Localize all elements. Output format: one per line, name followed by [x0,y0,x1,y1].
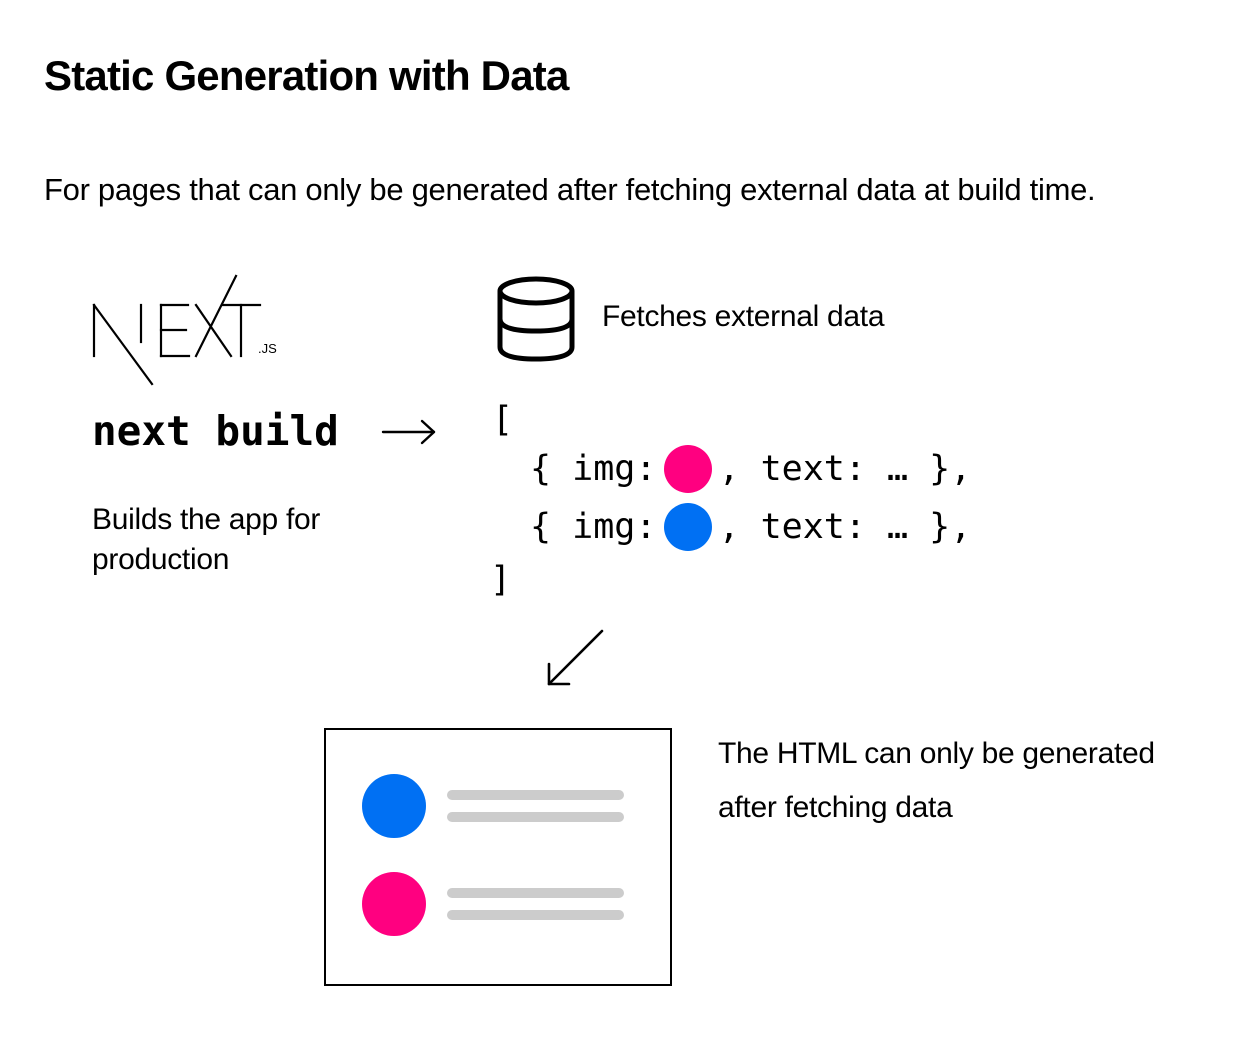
code-row-prefix: { img: [530,507,657,547]
arrow-right-icon [381,419,436,445]
list-item [362,872,624,936]
text-placeholder [447,785,624,827]
html-page-preview [324,728,672,986]
build-command: next build [92,407,339,455]
nextjs-logo-icon: .JS [92,274,277,386]
page-subtitle: For pages that can only be generated aft… [44,172,1096,207]
html-description: The HTML can only be generated after fet… [718,737,1155,824]
nextjs-logo-suffix: .JS [258,341,277,356]
build-description: Builds the app for production [92,503,321,576]
code-bracket-close: ] [490,560,512,600]
image-dot-blue [362,774,426,838]
code-row: { img: , text: … }, [530,503,971,551]
page-title: Static Generation with Data [44,52,569,99]
arrow-down-left-icon [547,629,604,686]
code-bracket-open: [ [492,400,514,440]
text-line [447,812,624,822]
image-dot-blue [664,503,713,551]
text-placeholder [447,883,624,925]
fetch-label: Fetches external data [602,300,885,333]
image-dot-pink [664,445,713,493]
code-row-prefix: { img: [530,449,657,489]
text-line [447,910,624,920]
list-item [362,774,624,838]
image-dot-pink [362,872,426,936]
text-line [447,790,624,800]
code-row-suffix: , text: … }, [718,507,972,547]
code-row: { img: , text: … }, [530,445,971,493]
text-line [447,888,624,898]
code-row-suffix: , text: … }, [718,449,972,489]
database-icon [497,276,575,362]
